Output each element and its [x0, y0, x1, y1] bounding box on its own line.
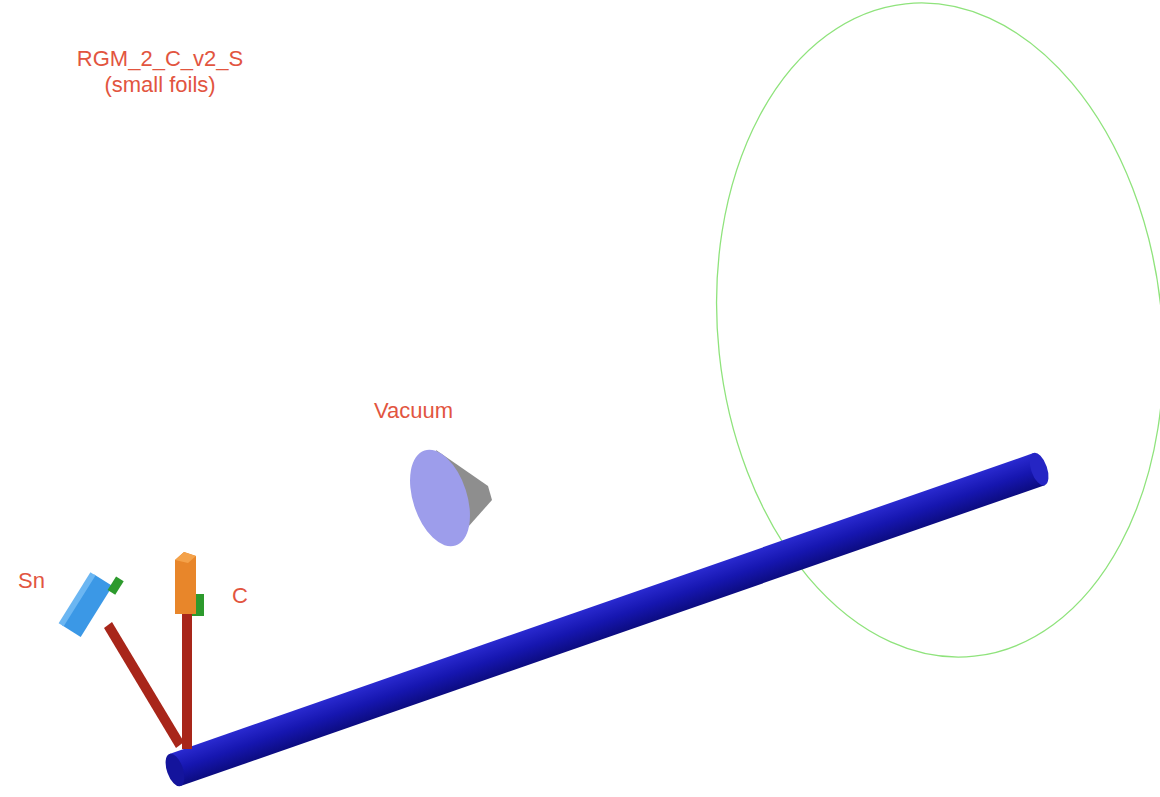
figure-title: RGM_2_C_v2_S (small foils) — [62, 46, 258, 98]
vacuum-cone — [399, 442, 492, 554]
beam-rod — [162, 450, 1052, 788]
region-label: Vacuum — [374, 398, 453, 424]
tin-foil — [59, 564, 124, 641]
part-label: Sn — [18, 568, 45, 594]
carbon-foil — [175, 552, 204, 616]
part-label: C — [232, 583, 248, 609]
support-post — [104, 613, 192, 749]
